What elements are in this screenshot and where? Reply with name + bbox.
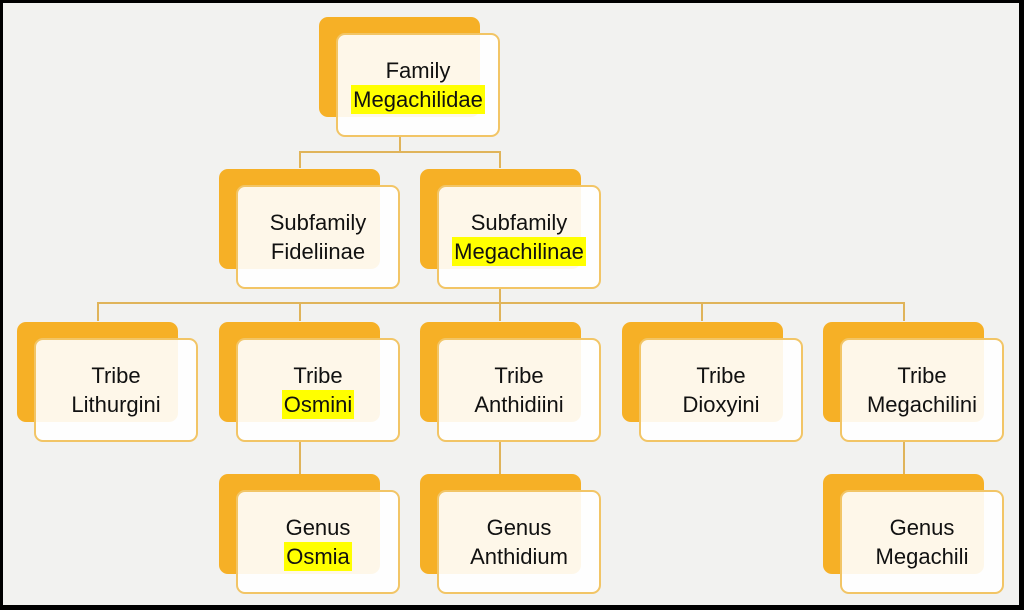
node-box: Genus Anthidium — [437, 490, 601, 594]
node-name: Osmini — [281, 390, 355, 419]
node-box: Subfamily Fideliinae — [236, 185, 400, 289]
node-rank: Genus — [285, 515, 351, 540]
connector — [499, 441, 501, 474]
node-name: Megachili — [875, 544, 969, 569]
connector — [499, 302, 501, 321]
node-box: Genus Osmia — [236, 490, 400, 594]
node-name: Megachilini — [866, 392, 978, 417]
node-rank: Family — [385, 58, 451, 83]
node-rank: Tribe — [494, 363, 544, 388]
node-box: Tribe Lithurgini — [34, 338, 198, 442]
node-name: Megachilinae — [452, 237, 586, 266]
node-tribe: Tribe Lithurgini — [17, 322, 198, 442]
connector — [299, 302, 301, 321]
node-name: Anthidium — [470, 544, 568, 569]
node-rank: Tribe — [91, 363, 141, 388]
node-genus: Genus Osmia — [219, 474, 400, 594]
node-rank: Genus — [486, 515, 552, 540]
connector — [97, 302, 905, 304]
connector — [903, 441, 905, 474]
node-rank: Subfamily — [470, 210, 568, 235]
node-box: Tribe Anthidiini — [437, 338, 601, 442]
node-box: Family Megachilidae — [336, 33, 500, 137]
node-tribe: Tribe Dioxyini — [622, 322, 803, 442]
node-tribe: Tribe Osmini — [219, 322, 400, 442]
node-subfamily: Subfamily Fideliinae — [219, 169, 400, 289]
connector — [903, 302, 905, 321]
node-family: Family Megachilidae — [319, 17, 500, 137]
node-tribe: Tribe Megachilini — [823, 322, 1004, 442]
node-subfamily: Subfamily Megachilinae — [420, 169, 601, 289]
node-box: Tribe Osmini — [236, 338, 400, 442]
node-name: Lithurgini — [71, 392, 161, 417]
node-box: Subfamily Megachilinae — [437, 185, 601, 289]
node-rank: Tribe — [293, 363, 343, 388]
connector — [701, 302, 703, 321]
taxonomy-diagram: Family Megachilidae Subfamily Fideliinae… — [3, 3, 1019, 605]
node-box: Tribe Megachilini — [840, 338, 1004, 442]
node-rank: Subfamily — [269, 210, 367, 235]
connector — [299, 151, 501, 153]
connector — [499, 289, 501, 303]
connector — [97, 302, 99, 321]
node-rank: Genus — [889, 515, 955, 540]
node-name: Fideliinae — [270, 239, 366, 264]
connector — [299, 151, 301, 168]
node-box: Tribe Dioxyini — [639, 338, 803, 442]
node-box: Genus Megachili — [840, 490, 1004, 594]
node-name: Anthidiini — [474, 392, 564, 417]
node-genus: Genus Megachili — [823, 474, 1004, 594]
node-name: Osmia — [284, 542, 352, 571]
node-genus: Genus Anthidium — [420, 474, 601, 594]
node-rank: Tribe — [897, 363, 947, 388]
connector — [399, 137, 401, 152]
node-name: Dioxyini — [682, 392, 760, 417]
node-rank: Tribe — [696, 363, 746, 388]
connector — [299, 441, 301, 474]
node-name: Megachilidae — [351, 85, 485, 114]
node-tribe: Tribe Anthidiini — [420, 322, 601, 442]
connector — [499, 151, 501, 168]
